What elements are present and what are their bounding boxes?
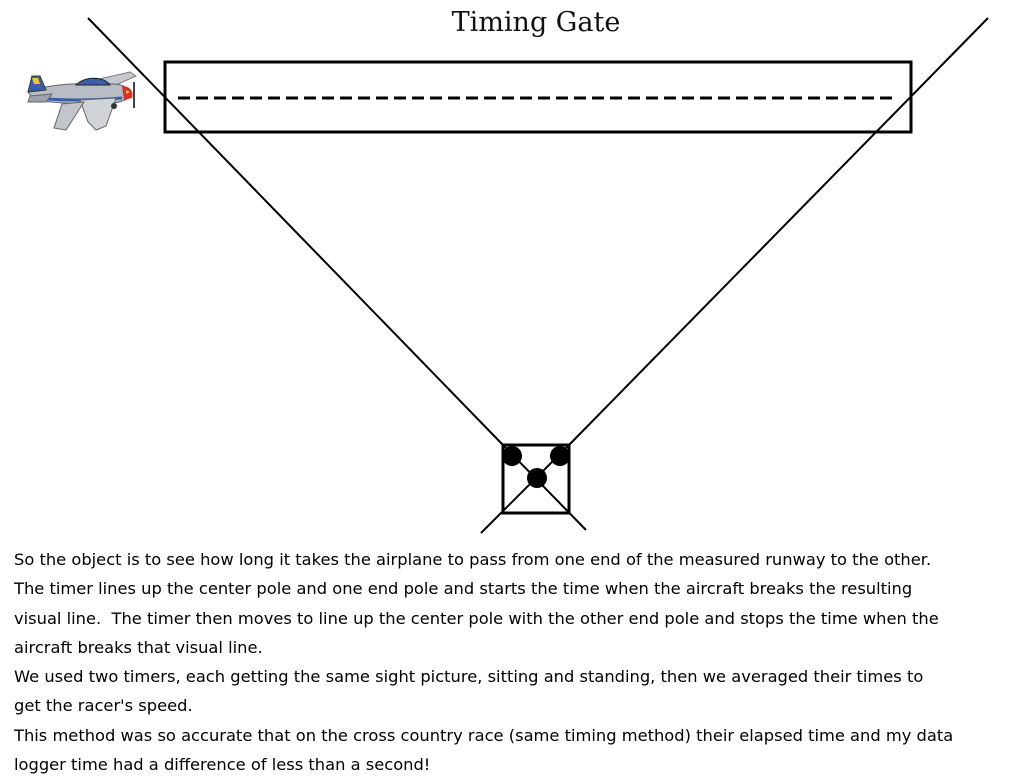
description-line: The timer lines up the center pole and o… [14,579,913,599]
sight-line-right [568,17,989,446]
description-line: aircraft breaks that visual line. [14,637,263,657]
diagram-title: Timing Gate [452,7,621,38]
description-line: get the racer's speed. [14,696,193,716]
sight-line-left [87,17,504,446]
description-line: We used two timers, each getting the sam… [14,667,924,687]
airplane-icon [27,71,138,131]
timer-station-icon [480,443,587,534]
description-text: So the object is to see how long it take… [14,545,1014,779]
description-line: logger time had a difference of less tha… [14,755,431,775]
description-line: So the object is to see how long it take… [14,550,932,569]
end-pole-left [502,446,522,466]
end-pole-right [550,446,570,466]
center-pole [527,468,547,488]
description-line: This method was so accurate that on the … [14,725,954,745]
timer-station-box [501,443,571,515]
description-line: visual line. The timer then moves to lin… [14,608,939,628]
timing-gate-diagram: Timing Gate [27,7,989,534]
